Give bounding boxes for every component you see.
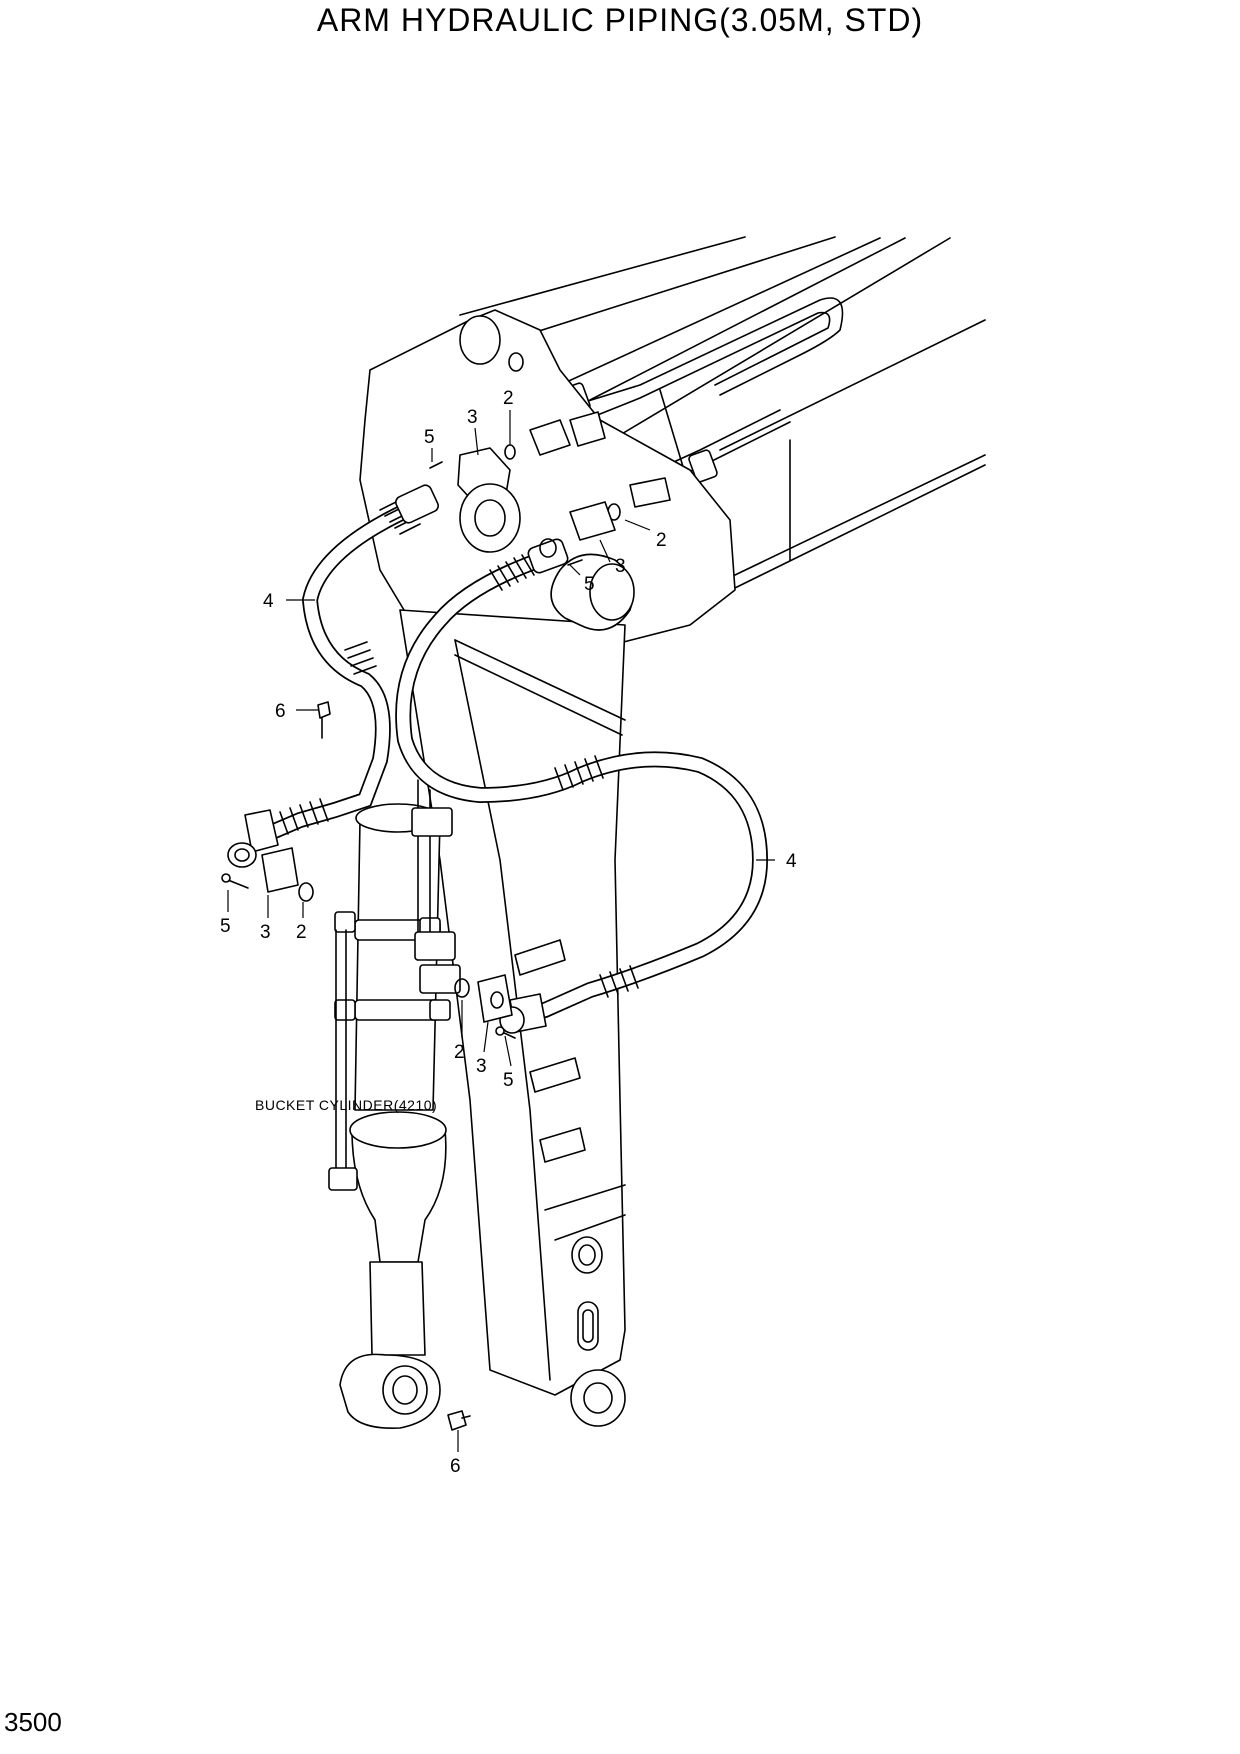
- callout-label: 6: [275, 701, 286, 722]
- callout-label: 5: [424, 427, 435, 448]
- callout-label: 2: [454, 1042, 465, 1063]
- callout-label: 2: [296, 922, 307, 943]
- leader-lines: [227, 410, 775, 1452]
- bucket-cylinder: [328, 779, 461, 1429]
- page-number: 3500: [4, 1707, 62, 1737]
- hose-4-right: [395, 538, 769, 1034]
- callout-label: 3: [476, 1056, 487, 1077]
- diagram-title: ARM HYDRAULIC PIPING(3.05M, STD): [316, 2, 924, 38]
- hose-4-left: [227, 484, 439, 868]
- callout-label: 5: [220, 916, 231, 937]
- bucket-cylinder-note: BUCKET CYLINDER(4210): [255, 1097, 437, 1113]
- callout-label: 2: [656, 530, 667, 551]
- callout-label: 3: [467, 407, 478, 428]
- callout-label: 6: [450, 1456, 461, 1477]
- callout-label: 2: [503, 388, 514, 409]
- callout-label: 3: [615, 556, 626, 577]
- callout-label: 5: [503, 1070, 514, 1091]
- callout-labels: 2 3 5 2 3 5 4 6 4 5 3 2 2 3 5 6: [220, 388, 797, 1477]
- callout-label: 5: [584, 574, 595, 595]
- callout-label: 4: [786, 851, 797, 872]
- callout-label: 4: [263, 591, 274, 612]
- fittings: [221, 411, 671, 1431]
- callout-label: 3: [260, 922, 271, 943]
